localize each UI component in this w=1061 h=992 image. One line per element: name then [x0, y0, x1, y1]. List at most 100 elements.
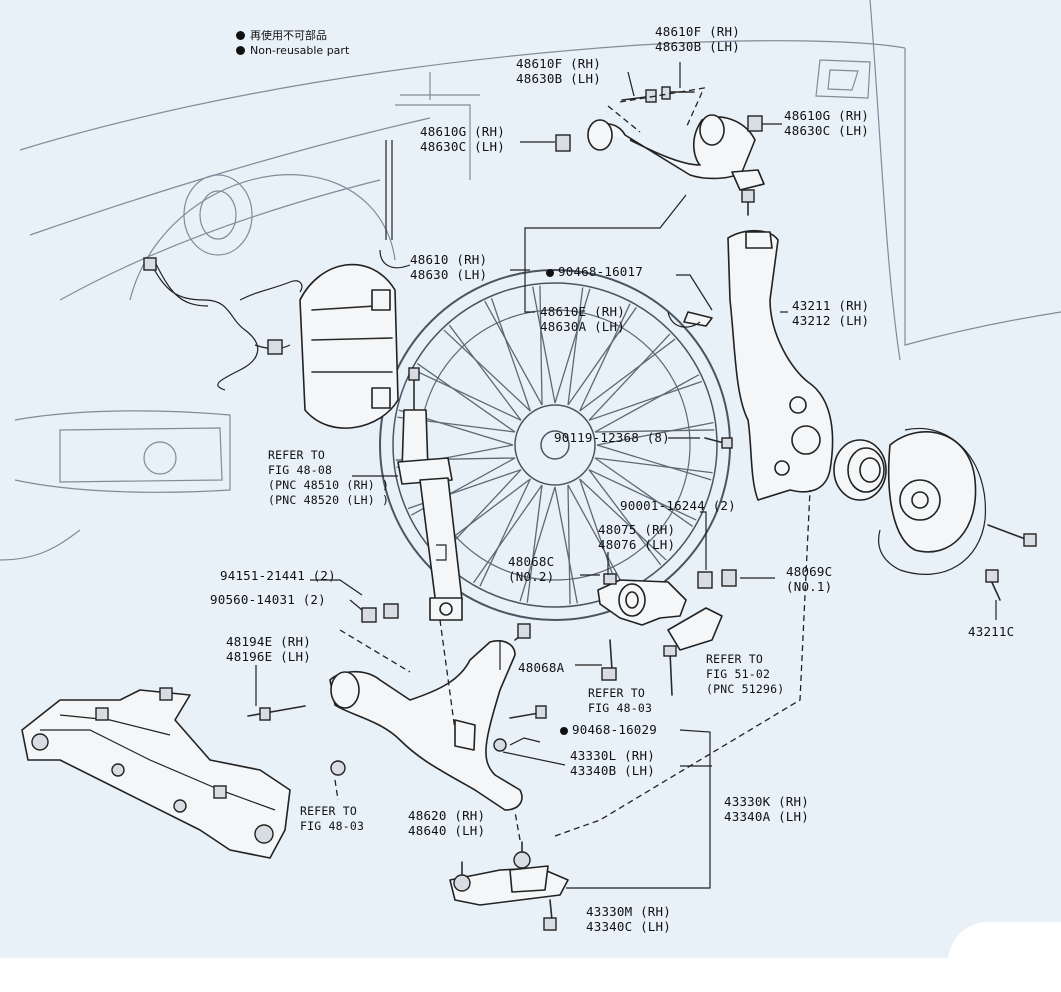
label-line: 48630B (LH)	[655, 39, 740, 54]
label-line: 90001-16244 (2)	[620, 498, 736, 513]
label-line: 48610F (RH)	[655, 24, 740, 39]
label-line: FIG 48-03	[588, 701, 653, 715]
label-line: 48194E (RH)	[226, 634, 311, 649]
label-line: FIG 48-08	[268, 463, 333, 477]
label-line: 90119-12368 (8)	[554, 430, 670, 445]
label-line: 48610F (RH)	[516, 56, 601, 71]
label-line: FIG 51-02	[706, 667, 771, 681]
label-line: 48620 (RH)	[408, 808, 486, 823]
front-subframe	[21, 579, 399, 859]
wheel-spoke	[594, 457, 713, 527]
label-48610f-mid: 48610F (RH)48630B (LH)	[516, 56, 601, 86]
label-43330m: 43330M (RH)43340C (LH)	[586, 904, 671, 934]
label-line: 43212 (LH)	[792, 313, 870, 328]
label-line: REFER TO	[268, 448, 325, 462]
wheel-spoke	[596, 422, 714, 481]
label-line: (PNC 51296)	[706, 682, 785, 696]
label-43211: 43211 (RH)43212 (LH)	[792, 298, 869, 328]
wheel-spoke	[567, 484, 626, 605]
bullet-icon	[236, 46, 245, 55]
label-line: 43340B (LH)	[570, 763, 655, 778]
shock-absorber	[352, 367, 463, 621]
wheel-spoke	[473, 484, 543, 603]
label-line: 43211C	[968, 624, 1015, 639]
label-43330k: 43330K (RH)43340A (LH)	[724, 794, 809, 824]
label-line: 48630C (LH)	[784, 123, 869, 138]
label-line: (NO.2)	[508, 569, 555, 584]
knuckle-bolts	[668, 437, 775, 589]
steering-knuckle	[667, 229, 834, 501]
wheel-spoke	[588, 333, 703, 421]
label-line: (PNC 48520 (LH) )	[268, 493, 390, 507]
label-line: 43330L (RH)	[570, 748, 655, 763]
label-line: 48630C (LH)	[420, 139, 505, 154]
label-line: REFER TO	[300, 804, 357, 818]
label-48610g-right: 48610G (RH)48630C (LH)	[784, 108, 869, 138]
wheel-spoke	[519, 486, 578, 604]
label-line: 48610G (RH)	[420, 124, 505, 139]
wheel-spoke	[579, 478, 667, 593]
car-body-outline	[0, 0, 1061, 561]
label-90468-16017: 90468-16017	[546, 264, 643, 279]
label-line: FIG 48-03	[300, 819, 365, 833]
ball-joint	[449, 489, 811, 931]
label-90001-16244: 90001-16244 (2)	[620, 498, 736, 513]
label-line: 43330M (RH)	[586, 904, 671, 919]
legend-item-japanese: 再使用不可部品	[236, 28, 349, 43]
non-reusable-dot-icon	[560, 727, 568, 735]
label-line: 48610G (RH)	[784, 108, 869, 123]
label-48194e: 48194E (RH)48196E (LH)	[226, 634, 311, 664]
label-line: 90468-16029	[560, 722, 657, 737]
wheel-spoke	[532, 286, 591, 404]
label-line: REFER TO	[706, 652, 763, 666]
label-90468-16029: 90468-16029	[560, 722, 657, 737]
label-line: 90468-16017	[546, 264, 643, 279]
label-90560-14031: 90560-14031 (2)	[210, 592, 326, 607]
label-48610: 48610 (RH)48630 (LH)	[410, 252, 487, 282]
corner-blemish	[948, 922, 1061, 992]
suspension-exploded-view	[0, 0, 1061, 931]
label-line: 48630A (LH)	[540, 319, 625, 334]
wheel-spoke	[413, 324, 522, 421]
label-line: 43211 (RH)	[792, 298, 870, 313]
lower-control-arm	[329, 619, 531, 811]
label-line: 48068C	[508, 554, 555, 569]
bullet-icon	[236, 31, 245, 40]
label-48610f-top: 48610F (RH)48630B (LH)	[655, 24, 740, 54]
label-94151-21441: 94151-21441 (2)	[220, 568, 336, 583]
label-line: REFER TO	[588, 686, 645, 700]
label-48610e: 48610E (RH)48630A (LH)	[540, 304, 625, 334]
label-48620: 48620 (RH)48640 (LH)	[408, 808, 485, 838]
label-line: (NO.1)	[786, 579, 833, 594]
wheel-spoke	[579, 303, 676, 412]
label-48069c-no1: 48069C(NO.1)	[786, 564, 832, 594]
upper-control-arm	[510, 62, 782, 313]
non-reusable-dot-icon	[546, 269, 554, 277]
label-90119-12368: 90119-12368 (8)	[554, 430, 670, 445]
brake-caliper	[143, 140, 411, 429]
label-line: 48068A	[518, 660, 565, 675]
label-line: 43340C (LH)	[586, 919, 671, 934]
label-line: 48196E (LH)	[226, 649, 311, 664]
label-line: 94151-21441 (2)	[220, 568, 336, 583]
label-line: 48630B (LH)	[516, 71, 601, 86]
label-48610g-left: 48610G (RH)48630C (LH)	[420, 124, 505, 154]
label-43211c: 43211C	[968, 624, 1014, 639]
label-48068a: 48068A	[518, 660, 564, 675]
wheel-spoke	[443, 297, 531, 412]
label-line: 48610 (RH)	[410, 252, 488, 267]
label-line: 48075 (RH)	[598, 522, 676, 537]
wheel-spoke	[484, 285, 543, 406]
label-line: (PNC 48510 (RH) )	[268, 478, 390, 492]
legend: 再使用不可部品 Non-reusable part	[236, 28, 349, 58]
wheel-spoke	[594, 374, 715, 433]
wheel-spoke	[567, 287, 637, 406]
legend-item-non-reusable: Non-reusable part	[236, 43, 349, 58]
label-line: 48069C	[786, 564, 833, 579]
label-line: 48630 (LH)	[410, 267, 488, 282]
label-line: 48076 (LH)	[598, 537, 676, 552]
